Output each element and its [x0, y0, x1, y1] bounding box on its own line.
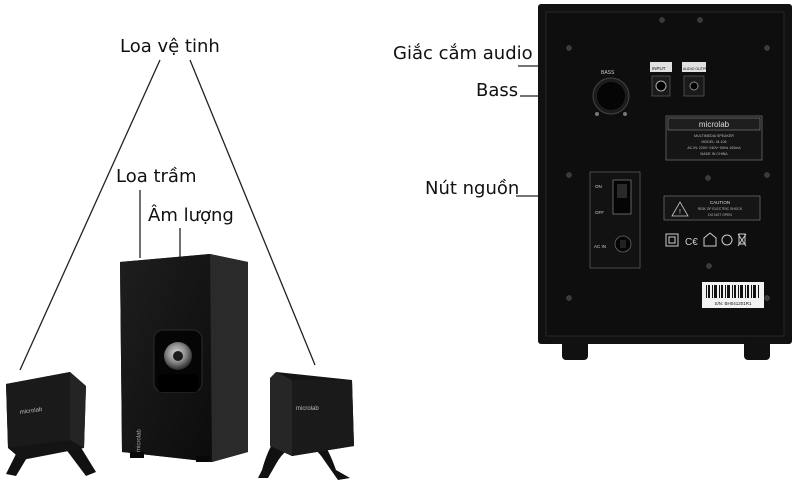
caution-line-2: RISK OF ELECTRIC SHOCK: [698, 207, 743, 211]
audio-input-jack[interactable]: [655, 80, 667, 92]
model-line-1: MULTIMEDIA SPEAKER: [694, 134, 734, 138]
caution-line-3: DO NOT OPEN: [708, 213, 732, 217]
rear-bass-label: BASS: [601, 70, 615, 76]
svg-text:!: !: [679, 209, 681, 216]
label-subwoofer: Loa trầm: [116, 166, 197, 187]
subwoofer-front: microlab: [120, 254, 248, 462]
right-satellite-brand: microlab: [296, 406, 319, 412]
left-satellite-speaker: microlab: [6, 372, 96, 476]
svg-text:C€: C€: [685, 237, 698, 248]
audio-output-jack[interactable]: [689, 81, 699, 91]
right-satellite-speaker: microlab: [258, 372, 354, 480]
subwoofer-rear: BASS INPUT AUDIO OUTPUT microlab MULTIME…: [538, 4, 792, 360]
subwoofer-brand: microlab: [136, 429, 143, 453]
model-line-3: AC IN: 220V~240V~50Hz 100mA: [687, 146, 741, 150]
rear-output-label: AUDIO OUTPUT: [683, 67, 711, 71]
label-power-button: Nút nguồn: [425, 178, 520, 199]
switch-off-label: OFF: [595, 210, 604, 215]
certification-icons: C€: [665, 232, 747, 248]
label-audio-jack: Giắc cắm audio: [393, 43, 533, 64]
label-satellite-speaker: Loa vệ tinh: [120, 36, 220, 57]
rear-panel-screws: [566, 17, 770, 301]
model-line-4: MADE IN CHINA: [700, 152, 728, 156]
rear-input-label: INPUT: [652, 66, 666, 71]
bass-knob[interactable]: [597, 82, 625, 110]
serial-number: S/N: BH041201R1: [714, 301, 752, 306]
model-line-2: MODEL: M-108: [702, 140, 727, 144]
rear-brand: microlab: [699, 120, 730, 129]
switch-on-label: ON: [595, 184, 602, 189]
callout-line-satellite-left: [19, 59, 161, 371]
ac-in-label: AC IN: [594, 244, 606, 249]
callout-line-satellite-right: [189, 59, 316, 366]
label-bass: Bass: [476, 80, 519, 101]
left-satellite-brand: microlab: [19, 407, 43, 416]
label-volume: Âm lượng: [148, 205, 234, 226]
barcode-sticker: S/N: BH041201R1: [702, 282, 764, 308]
caution-line-1: CAUTION: [710, 200, 730, 205]
